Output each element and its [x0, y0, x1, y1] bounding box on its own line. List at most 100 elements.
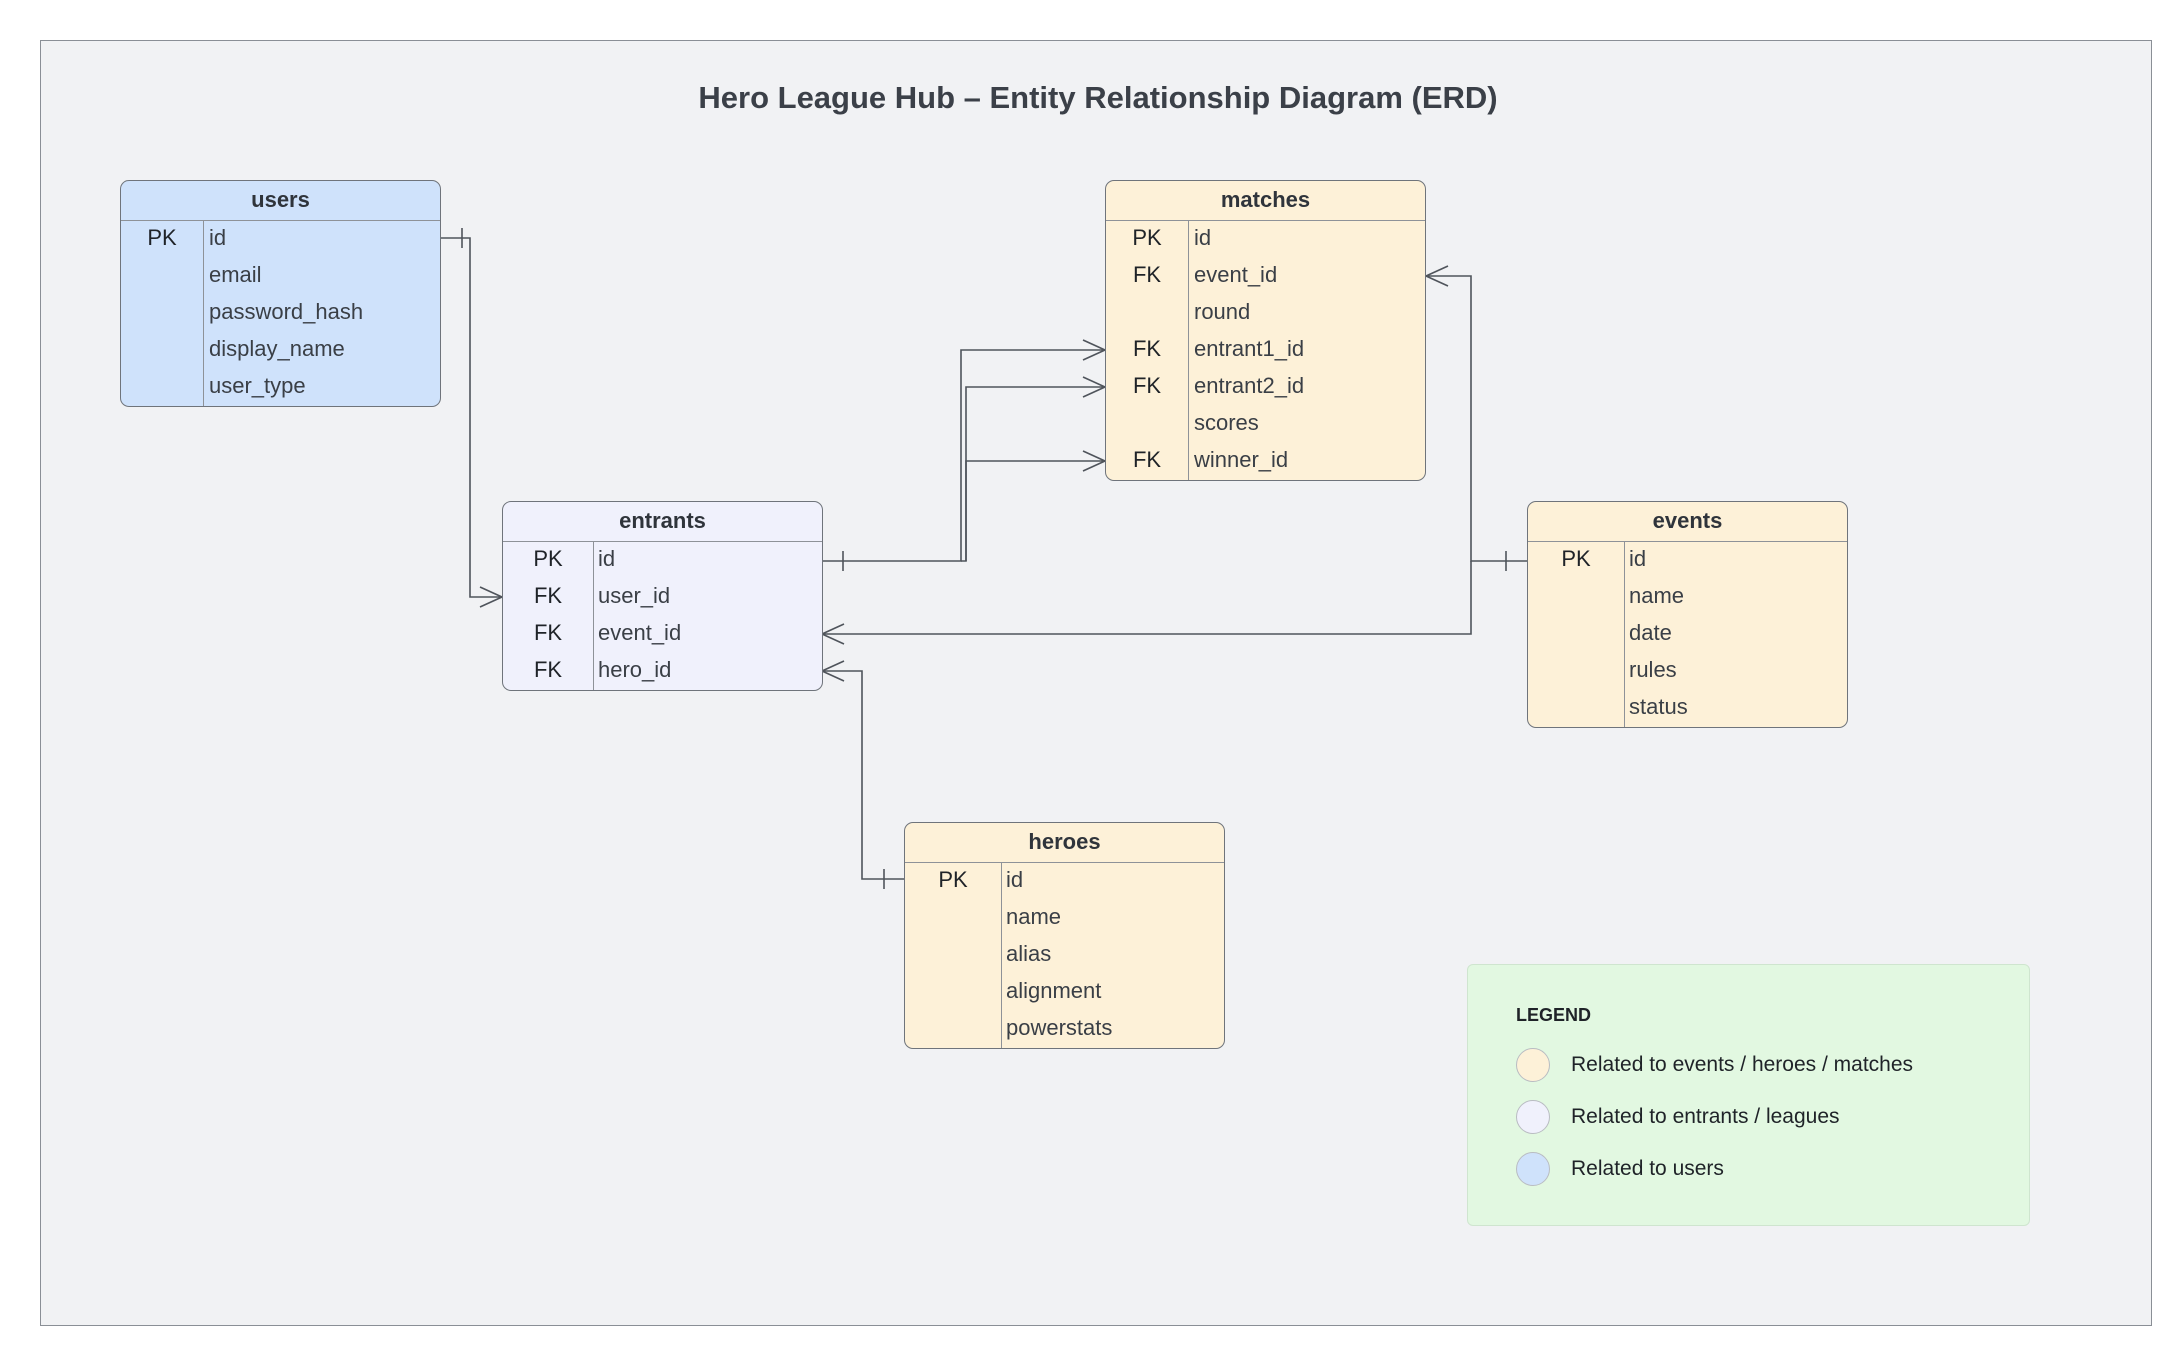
attribute-row: alignment: [905, 974, 1224, 1011]
field-name: user_id: [598, 583, 671, 608]
legend-swatch-yellow: [1516, 1048, 1550, 1082]
key-label: PK: [533, 546, 563, 571]
attribute-row: date: [1528, 616, 1847, 653]
field-name: powerstats: [1006, 1015, 1113, 1040]
attribute-row: FK winner_id: [1106, 443, 1425, 480]
field-name: hero_id: [598, 657, 672, 682]
attribute-row: display_name: [121, 332, 440, 369]
attribute-row: PK id: [1106, 221, 1425, 258]
field-name: id: [209, 225, 227, 250]
field-name: alignment: [1006, 978, 1102, 1003]
entity-matches-header: matches: [1106, 181, 1425, 221]
field-name: rules: [1629, 657, 1677, 682]
field-name: id: [1629, 546, 1647, 571]
attribute-row: PK id: [121, 221, 440, 258]
field-name: email: [209, 262, 262, 287]
many-marker: [1082, 450, 1106, 472]
attribute-row: FK hero_id: [503, 653, 822, 690]
key-label: FK: [1132, 447, 1162, 472]
field-name: name: [1629, 583, 1685, 608]
key-label: FK: [1132, 262, 1162, 287]
entity-events-header: events: [1528, 502, 1847, 542]
attribute-row: password_hash: [121, 295, 440, 332]
legend-swatch-lavender: [1516, 1100, 1550, 1134]
key-label: PK: [938, 867, 968, 892]
legend-item-label: Related to entrants / leagues: [1571, 1105, 1840, 1128]
many-marker: [479, 586, 503, 608]
edge-events-matches: [1426, 275, 1527, 562]
entity-events[interactable]: events PK id name date rules status: [1527, 501, 1848, 728]
field-name: user_type: [209, 373, 306, 398]
field-name: round: [1194, 299, 1251, 324]
legend: LEGEND Related to events / heroes / matc…: [1467, 964, 2030, 1226]
field-name: entrant2_id: [1194, 373, 1305, 398]
attribute-row: FK event_id: [1106, 258, 1425, 295]
edge-entrants-matches-entrant2: [961, 386, 1105, 562]
attribute-row: powerstats: [905, 1011, 1224, 1048]
attribute-row: PK id: [1528, 542, 1847, 579]
edge-users-entrants: [441, 237, 502, 598]
field-name: password_hash: [209, 299, 364, 324]
legend-item-label: Related to users: [1571, 1157, 1724, 1180]
field-name: event_id: [1194, 262, 1278, 287]
entity-events-rows: PK id name date rules status: [1528, 542, 1847, 727]
key-label: PK: [1132, 225, 1162, 250]
attribute-row: FK entrant2_id: [1106, 369, 1425, 406]
attribute-row: rules: [1528, 653, 1847, 690]
field-name: id: [1194, 225, 1212, 250]
entity-heroes-rows: PK id name alias alignment powerstats: [905, 863, 1224, 1048]
field-name: winner_id: [1194, 447, 1289, 472]
attribute-row: round: [1106, 295, 1425, 332]
attribute-row: scores: [1106, 406, 1425, 443]
key-label: FK: [533, 620, 563, 645]
edge-entrants-matches-winner: [965, 460, 1105, 561]
entity-heroes[interactable]: heroes PK id name alias alignment powerst…: [904, 822, 1225, 1049]
diagram-title: Hero League Hub – Entity Relationship Di…: [698, 80, 1498, 115]
attribute-row: FK event_id: [503, 616, 822, 653]
field-name: display_name: [209, 336, 345, 361]
entity-entrants-header: entrants: [503, 502, 822, 542]
many-marker: [1425, 265, 1449, 287]
field-name: entrant1_id: [1194, 336, 1305, 361]
many-marker: [1082, 339, 1106, 361]
field-name: alias: [1006, 941, 1052, 966]
field-name: name: [1006, 904, 1062, 929]
entity-heroes-header: heroes: [905, 823, 1224, 863]
attribute-row: PK id: [905, 863, 1224, 900]
key-label: FK: [533, 583, 563, 608]
attribute-row: name: [905, 900, 1224, 937]
attribute-row: email: [121, 258, 440, 295]
attribute-row: status: [1528, 690, 1847, 727]
field-name: event_id: [598, 620, 682, 645]
field-name: scores: [1194, 410, 1259, 435]
edge-heroes-entrants: [822, 670, 904, 880]
legend-swatch-blue: [1516, 1152, 1550, 1186]
legend-item-label: Related to events / heroes / matches: [1571, 1053, 1914, 1076]
legend-title: LEGEND: [1516, 1005, 1592, 1025]
field-name: id: [1006, 867, 1024, 892]
attribute-row: user_type: [121, 369, 440, 406]
field-name: status: [1629, 694, 1688, 719]
entity-users-rows: PK id email password_hash display_name us…: [121, 221, 440, 406]
many-marker: [1082, 376, 1106, 398]
key-label: FK: [1132, 373, 1162, 398]
field-name: date: [1629, 620, 1672, 645]
attribute-row: alias: [905, 937, 1224, 974]
entity-users[interactable]: users PK id email password_hash display_n…: [120, 180, 441, 407]
edge-entrants-matches-entrant1: [822, 349, 1105, 562]
edge-events-entrants: [822, 561, 1472, 635]
entity-users-header: users: [121, 181, 440, 221]
key-label: PK: [147, 225, 177, 250]
attribute-row: FK user_id: [503, 579, 822, 616]
attribute-row: name: [1528, 579, 1847, 616]
key-label: FK: [533, 657, 563, 682]
many-marker: [821, 660, 845, 682]
key-label: PK: [1561, 546, 1591, 571]
